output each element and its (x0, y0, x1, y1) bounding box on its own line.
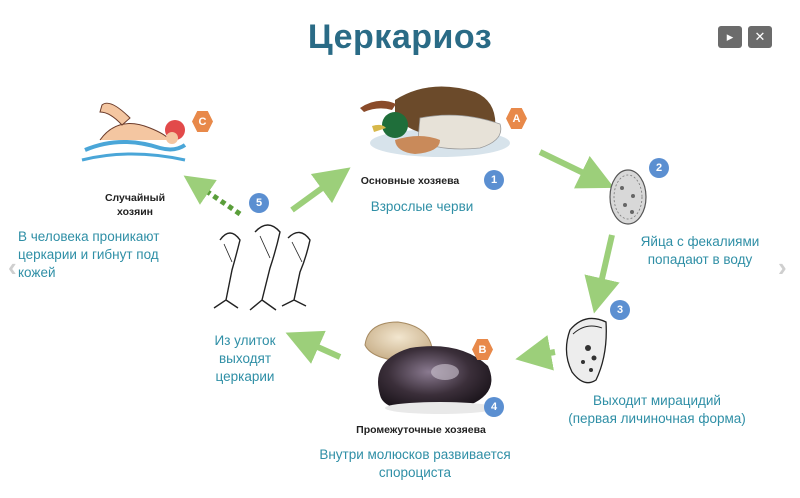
page-title: Церкариоз (307, 18, 493, 56)
stage-2-description: Яйца с фекалиями попадают в воду (640, 234, 760, 268)
stage-5-badge: 5 (249, 193, 269, 213)
miracidium-icon (565, 317, 607, 384)
duck-and-beaver-icon (360, 86, 510, 157)
arrow-5-to-1 (290, 167, 351, 213)
host-a-badge: A (506, 108, 527, 129)
stage-5-description: Из улиток выходят церкарии (214, 333, 276, 385)
arrow-3-to-4 (515, 335, 556, 371)
stage-2-badge: 2 (649, 158, 669, 178)
stage-4-description: Внутри молюсков развивается спороциста (319, 447, 511, 481)
close-button[interactable]: ✕ (748, 26, 772, 48)
play-icon: ▸ (726, 29, 734, 44)
stage-1-description: Взрослые черви (370, 199, 474, 214)
accidental-host-label: Случайный хозяин (104, 192, 166, 218)
cercariae-icon (213, 224, 311, 311)
arrow-1-to-2 (538, 149, 615, 189)
play-button[interactable]: ▸ (718, 26, 742, 48)
host-c-badge: C (192, 111, 213, 132)
close-icon: ✕ (754, 29, 766, 44)
intermediate-host-label: Промежуточные хозяева (356, 424, 486, 436)
definitive-host-label: Основные хозяева (360, 175, 460, 187)
prev-slide-chevron-icon[interactable]: ‹ (8, 252, 17, 282)
stage-4-badge: 4 (484, 397, 504, 417)
stage-3-badge: 3 (610, 300, 630, 320)
stage-1-badge: 1 (484, 170, 504, 190)
arrow-4-to-5 (285, 330, 342, 364)
snails-icon (364, 321, 495, 414)
cycle-arrows (285, 149, 620, 371)
egg-icon (609, 169, 647, 225)
stage-3-description: Выходит мирацидий (первая личиночная фор… (568, 393, 746, 427)
swimmer-icon (81, 102, 187, 162)
next-slide-chevron-icon[interactable]: › (778, 252, 787, 282)
host-b-badge: B (472, 339, 493, 360)
arrow-5-to-accidental (183, 175, 242, 217)
accidental-host-description: В человека проникают церкарии и гибнут п… (18, 229, 160, 281)
arrow-2-to-3 (584, 234, 620, 314)
